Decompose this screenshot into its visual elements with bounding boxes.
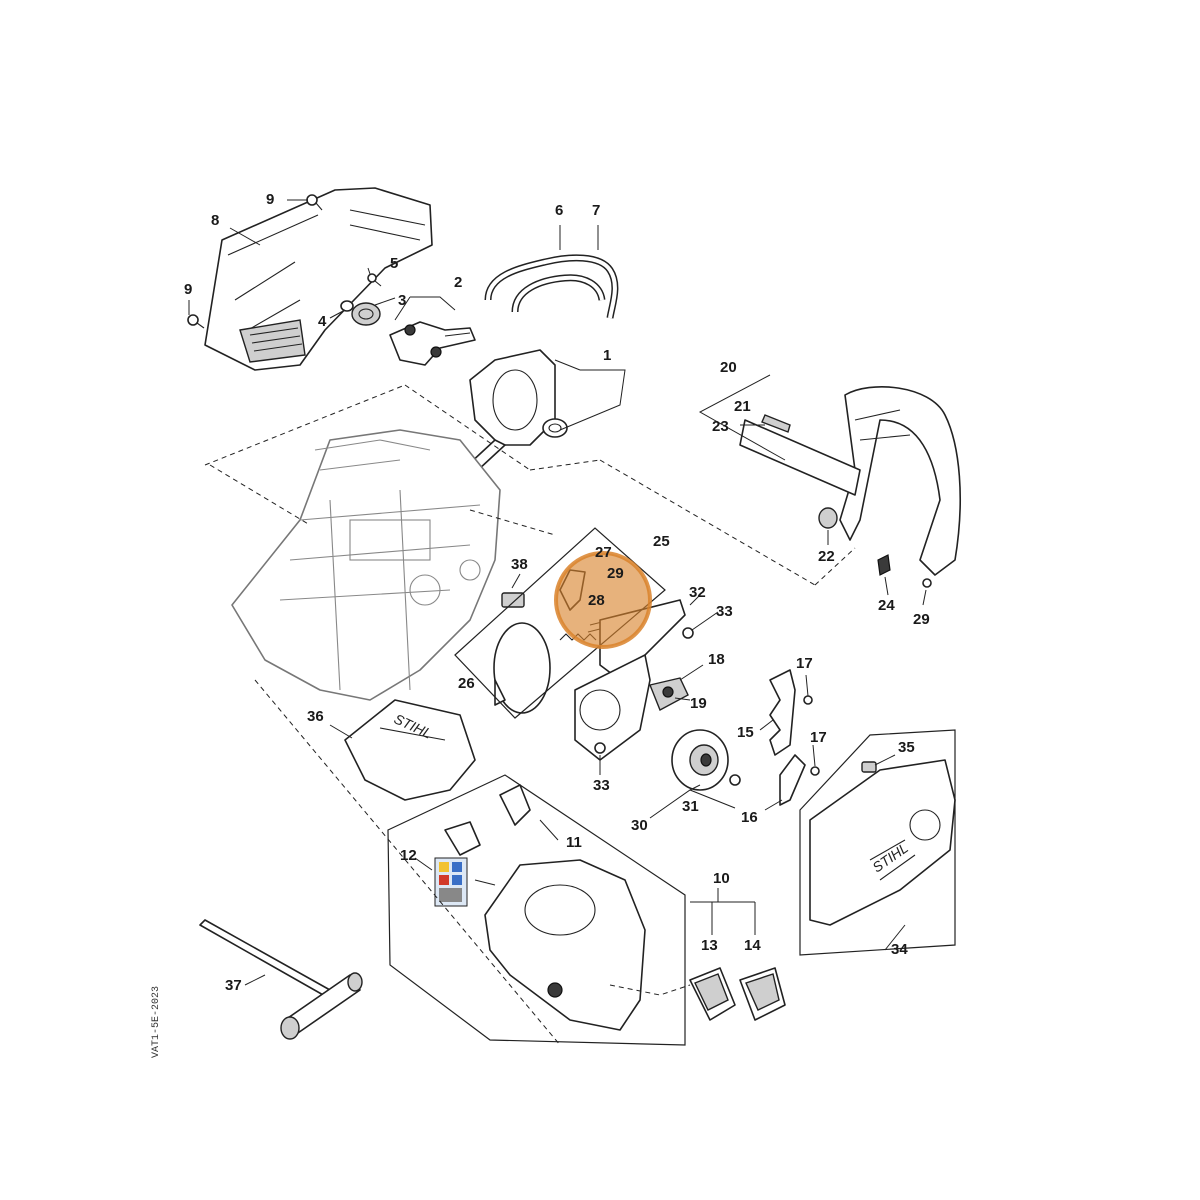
callout-15: 15 [737, 724, 754, 741]
callout-8: 8 [211, 212, 219, 229]
part-4-ring [340, 300, 354, 312]
callout-30: 30 [631, 817, 648, 834]
assembly-box-rear-handle [387, 774, 686, 1046]
callout-11: 11 [566, 834, 582, 851]
part-6-7-hoses [484, 254, 619, 319]
callout-37: 37 [225, 977, 242, 994]
callout-33b: 33 [593, 777, 610, 794]
part-2-carburetor [389, 321, 476, 366]
part-1-baffle [467, 349, 568, 471]
part-30-clutch-drum [671, 729, 729, 791]
callout-34: 34 [891, 941, 908, 958]
callout-27: 27 [595, 544, 612, 561]
callout-6: 6 [555, 202, 563, 219]
part-34-sprocket-cover [809, 759, 956, 926]
callout-35: 35 [898, 739, 915, 756]
callout-18: 18 [708, 651, 725, 668]
part-33-screw-bottom [594, 742, 606, 754]
part-11-throttle [444, 784, 531, 856]
part-22-nut [818, 507, 838, 529]
callout-13: 13 [701, 937, 718, 954]
part-3-cap [351, 302, 381, 326]
callout-17b: 17 [810, 729, 827, 746]
callout-14: 14 [744, 937, 761, 954]
callout-29a: 29 [607, 565, 624, 582]
part-31-washer [729, 774, 741, 786]
part-17-screw-top [803, 695, 813, 705]
dashed-leader-lines [204, 384, 856, 1046]
leader-lines [188, 199, 927, 986]
part-17-screw-bottom [810, 766, 820, 776]
callout-9b: 9 [184, 281, 192, 298]
part-9-screw-top [306, 194, 323, 211]
callout-32: 32 [689, 584, 706, 601]
callout-12: 12 [400, 847, 417, 864]
engine-housing [231, 429, 501, 701]
callout-5: 5 [390, 255, 398, 272]
part-15-bumper-spike [769, 669, 796, 756]
callout-24: 24 [878, 597, 895, 614]
part-37-combi-wrench [199, 919, 363, 1040]
callout-1: 1 [603, 347, 611, 364]
callout-2: 2 [454, 274, 462, 291]
callout-29b: 29 [913, 611, 930, 628]
part-29-clip-right [922, 578, 932, 588]
callout-labels: 1 2 3 4 5 6 7 8 9 9 10 11 12 13 14 15 16… [184, 191, 930, 994]
callout-28: 28 [588, 592, 605, 609]
assembly-box-25 [454, 527, 666, 719]
part-38-pin [501, 592, 525, 608]
callout-3: 3 [398, 292, 406, 309]
part-18-clutch-plate [574, 654, 651, 761]
callout-31: 31 [682, 798, 699, 815]
part-5-screw [367, 273, 382, 287]
callout-36: 36 [307, 708, 324, 725]
callout-7: 7 [592, 202, 600, 219]
part-9-screw-left [187, 314, 205, 329]
part-26-brake-band [493, 622, 551, 714]
callout-25: 25 [653, 533, 670, 550]
callout-9a: 9 [266, 191, 274, 208]
assembly-box-34 [799, 729, 956, 956]
part-36-filter-cover [344, 699, 476, 801]
part-8-shroud [204, 187, 433, 371]
callout-33a: 33 [716, 603, 733, 620]
part-33-screw-top [682, 627, 694, 639]
drawing-code: VAT1-5E-2023 [151, 986, 162, 1058]
callout-19: 19 [690, 695, 707, 712]
part-35-nut [861, 761, 877, 773]
callout-20: 20 [720, 359, 737, 376]
highlight-circle [554, 551, 652, 649]
callout-10: 10 [713, 870, 730, 887]
part-16-plate [779, 754, 806, 806]
callout-21: 21 [734, 398, 751, 415]
callout-26: 26 [458, 675, 475, 692]
part-20-chain-catcher-guard [739, 386, 961, 576]
part-24-spring [877, 554, 891, 576]
callout-22: 22 [818, 548, 835, 565]
part-rear-handle-housing [484, 859, 646, 1031]
callout-23: 23 [712, 418, 729, 435]
part-12-warning-label [434, 857, 468, 907]
part-14-filter [739, 967, 786, 1021]
callout-4: 4 [318, 313, 327, 330]
part-13-filter [689, 967, 736, 1021]
callout-17a: 17 [796, 655, 813, 672]
part-19-oil-pump [649, 677, 689, 711]
callout-38: 38 [511, 556, 528, 573]
callout-16: 16 [741, 809, 758, 826]
